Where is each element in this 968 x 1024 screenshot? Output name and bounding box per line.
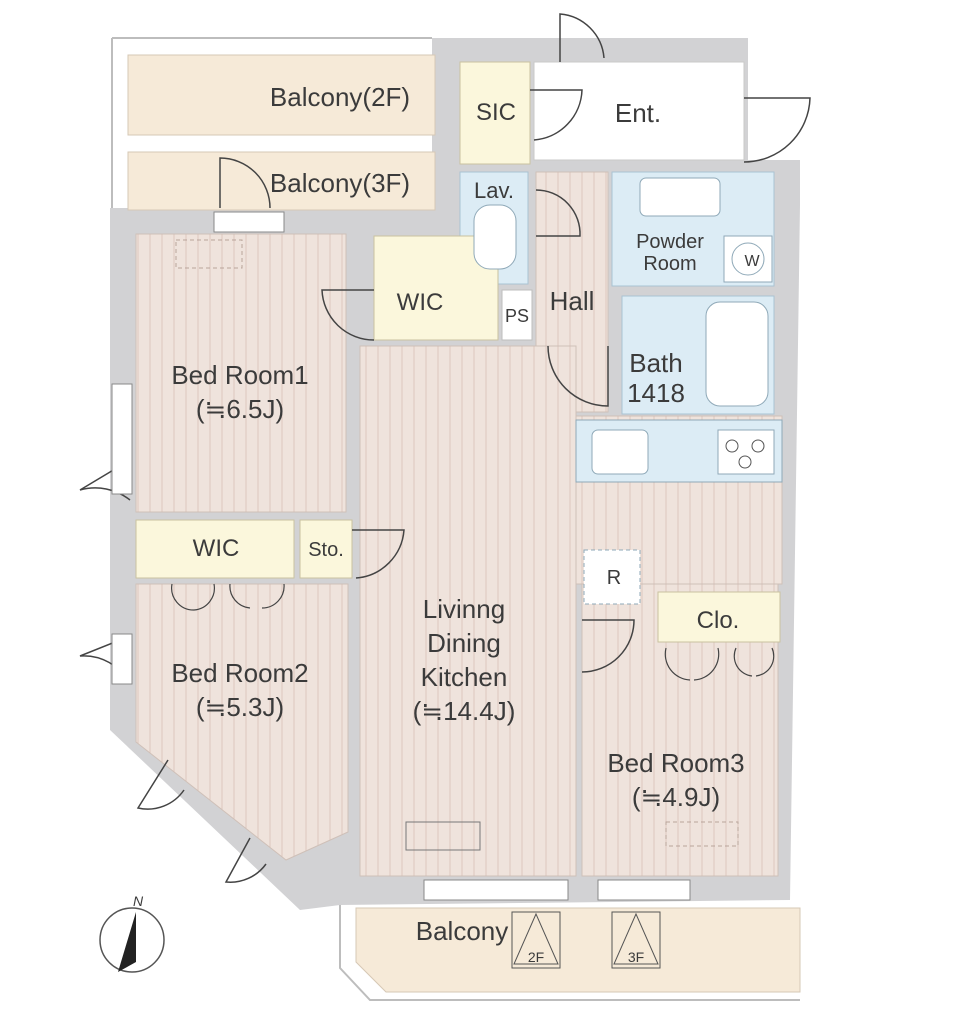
- ldk-label: Dining: [427, 628, 501, 658]
- closet-label: Clo.: [697, 607, 740, 634]
- bedroom1-size: (≒6.5J): [196, 394, 284, 424]
- door-icon: [547, 345, 609, 407]
- bath-size-label: 1418: [627, 378, 685, 408]
- window: [213, 211, 285, 233]
- bedroom2-floor: [135, 583, 349, 861]
- door-icon: [136, 759, 185, 810]
- sic-floor: [459, 61, 531, 165]
- balcony-tag-3f-label: 3F: [628, 949, 644, 965]
- ps-label: PS: [505, 306, 529, 326]
- hall-label: Hall: [550, 286, 595, 316]
- storage-floor: [299, 519, 353, 579]
- washbasin-icon: [639, 177, 721, 217]
- entrance-floor: [533, 61, 745, 161]
- wic-left-label: WIC: [193, 535, 240, 562]
- door-icon: [530, 89, 583, 141]
- compass-label: N: [133, 893, 144, 909]
- bathtub-icon: [705, 301, 769, 407]
- up-arrow-icon: [513, 912, 559, 965]
- burner-icon: [725, 439, 739, 453]
- door-icon: [581, 619, 635, 673]
- window: [423, 879, 569, 901]
- sic-label: SIC: [476, 99, 516, 126]
- north-arrow-icon: [118, 912, 136, 972]
- washer-drum-icon: [731, 242, 765, 276]
- balcony-2f-area: [127, 54, 436, 136]
- ac-unit-icon: [405, 821, 481, 851]
- burner-icon: [738, 455, 752, 469]
- window: [111, 633, 133, 685]
- ldk-size: (≒14.4J): [413, 696, 516, 726]
- door-icon: [79, 459, 131, 501]
- bedroom1-label: Bed Room1: [171, 360, 308, 390]
- bedroom1-floor: [135, 233, 347, 513]
- door-icon: [535, 189, 581, 237]
- balcony-tag-2f: [511, 911, 561, 969]
- washer-label: W: [744, 253, 760, 270]
- balcony-label: Balcony: [416, 916, 509, 946]
- stove-icon: [717, 429, 775, 475]
- closet-door-icon: [664, 647, 775, 681]
- up-arrow-icon: [613, 912, 659, 965]
- burner-icon: [751, 439, 765, 453]
- door-icon: [321, 289, 375, 341]
- powder-room-label: Powder: [636, 231, 704, 253]
- toilet-icon: [473, 204, 517, 270]
- bedroom2-size: (≒5.3J): [196, 692, 284, 722]
- door-icon: [743, 97, 811, 163]
- balcony-3f-area: [127, 151, 436, 211]
- ldk-label: Livinng: [423, 594, 505, 624]
- ps-floor: [501, 289, 533, 341]
- window: [597, 879, 691, 901]
- closet-floor: [657, 591, 781, 643]
- ac-unit-icon: [175, 239, 243, 269]
- door-icon: [224, 837, 267, 883]
- powder-room-label: Room: [643, 253, 696, 275]
- bedroom2-label: Bed Room2: [171, 658, 308, 688]
- balcony-bottom-area: [355, 907, 801, 993]
- door-icon: [352, 529, 405, 579]
- balcony-tag-3f: [611, 911, 661, 969]
- balcony-tag-2f-label: 2F: [528, 949, 544, 965]
- storage-label: Sto.: [308, 539, 344, 561]
- ldk-floor: [359, 345, 577, 877]
- entrance-label: Ent.: [615, 98, 661, 128]
- refrigerator-label: R: [607, 567, 621, 589]
- wic-top-label: WIC: [397, 289, 444, 316]
- refrigerator-icon: [583, 549, 641, 605]
- ac-unit-icon: [665, 821, 739, 847]
- kitchen-sink-icon: [591, 429, 649, 475]
- ldk-label: Kitchen: [421, 662, 508, 692]
- closet-door-icon: [171, 583, 285, 611]
- balcony-rail: [339, 905, 800, 1001]
- balcony-3f-label: Balcony(3F): [270, 168, 410, 198]
- bedroom3-size: (≒4.9J): [632, 782, 720, 812]
- wic-left-floor: [135, 519, 295, 579]
- bedroom3-label: Bed Room3: [607, 748, 744, 778]
- window: [111, 383, 133, 495]
- door-icon: [219, 157, 271, 209]
- balcony-2f-label: Balcony(2F): [270, 82, 410, 112]
- lavatory-label: Lav.: [474, 178, 514, 203]
- entrance-door-icon: [559, 13, 605, 62]
- bath-label: Bath: [629, 348, 683, 378]
- compass-ring: [99, 907, 165, 973]
